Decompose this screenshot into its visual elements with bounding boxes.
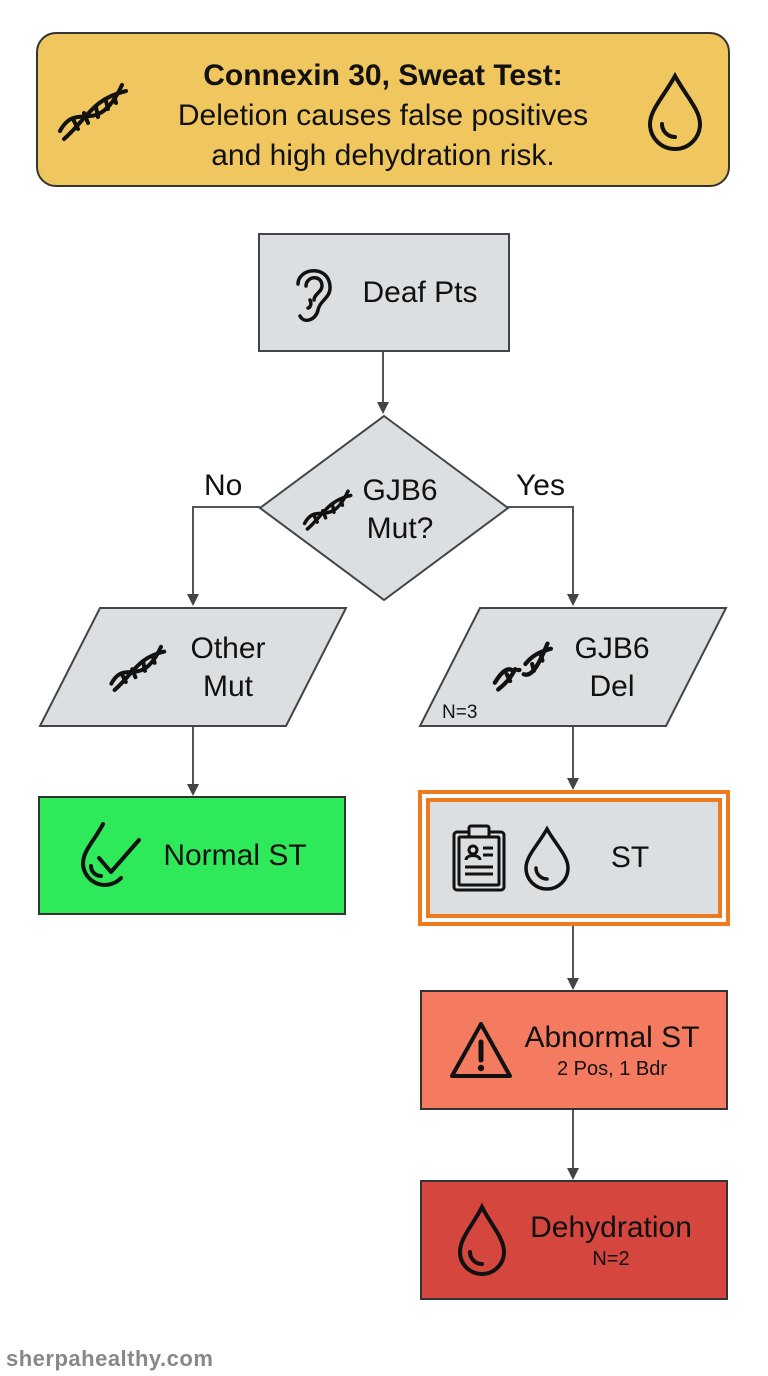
branch-no-label: No (204, 469, 243, 502)
node-decision-text: GJB6 Mut? (358, 472, 442, 548)
title-banner: Connexin 30, Sweat Test: Deletion causes… (36, 32, 730, 187)
node-abnormal-st: Abnormal ST 2 Pos, 1 Bdr (420, 990, 728, 1110)
banner-line-1: Deletion causes false positives (177, 99, 589, 132)
other-mut-line-2: Mut (202, 670, 253, 703)
banner-title: Connexin 30, Sweat Test: (203, 59, 563, 92)
dna-icon (109, 644, 167, 692)
abnormal-st-label: Abnormal ST (524, 1021, 700, 1054)
gjb6-del-line-1: GJB6 (574, 632, 650, 665)
normal-st-label: Normal ST (163, 838, 307, 872)
arrow-decision-yes (507, 506, 579, 606)
node-gjb6-decision (258, 414, 510, 602)
water-drop-icon (458, 1202, 507, 1276)
node-other-mut-text: Other Mut (176, 630, 280, 706)
decision-line-2: Mut? (366, 512, 434, 545)
node-gjb6-del-shape (418, 607, 728, 727)
abnormal-st-sub: 2 Pos, 1 Bdr (556, 1058, 668, 1080)
node-gjb6-del-text: GJB6 Del (562, 630, 662, 706)
node-normal-st: Normal ST (38, 796, 346, 915)
node-st: ST (426, 798, 722, 918)
dehydration-label: Dehydration (530, 1211, 692, 1244)
node-st-outer: ST (418, 790, 730, 926)
other-mut-line-1: Other (190, 632, 266, 665)
decision-line-1: GJB6 (362, 474, 438, 507)
node-dehydration: Dehydration N=2 (420, 1180, 728, 1300)
st-label: ST (610, 841, 650, 874)
node-other-mut-shape (38, 607, 348, 727)
dna-icon (302, 489, 353, 531)
node-deaf-patients: Deaf Pts (258, 233, 510, 352)
ear-icon (296, 268, 333, 322)
water-drop-icon (524, 825, 570, 891)
gjb6-del-line-2: Del (589, 670, 635, 703)
arrow-decision-no (187, 506, 260, 606)
warning-icon (450, 1022, 513, 1078)
water-drop-icon (647, 71, 703, 151)
dna-icon (58, 83, 128, 141)
dehydration-sub: N=2 (592, 1248, 630, 1270)
node-deaf-label: Deaf Pts (362, 275, 478, 309)
banner-line-2: and high dehydration risk. (211, 139, 555, 172)
broken-dna-icon (492, 641, 554, 692)
drop-check-icon (81, 821, 142, 887)
branch-yes-label: Yes (516, 469, 565, 502)
footer-watermark[interactable]: sherpahealthy.com (6, 1346, 214, 1371)
clipboard-icon (452, 824, 506, 892)
gjb6-del-count: N=3 (442, 702, 478, 723)
